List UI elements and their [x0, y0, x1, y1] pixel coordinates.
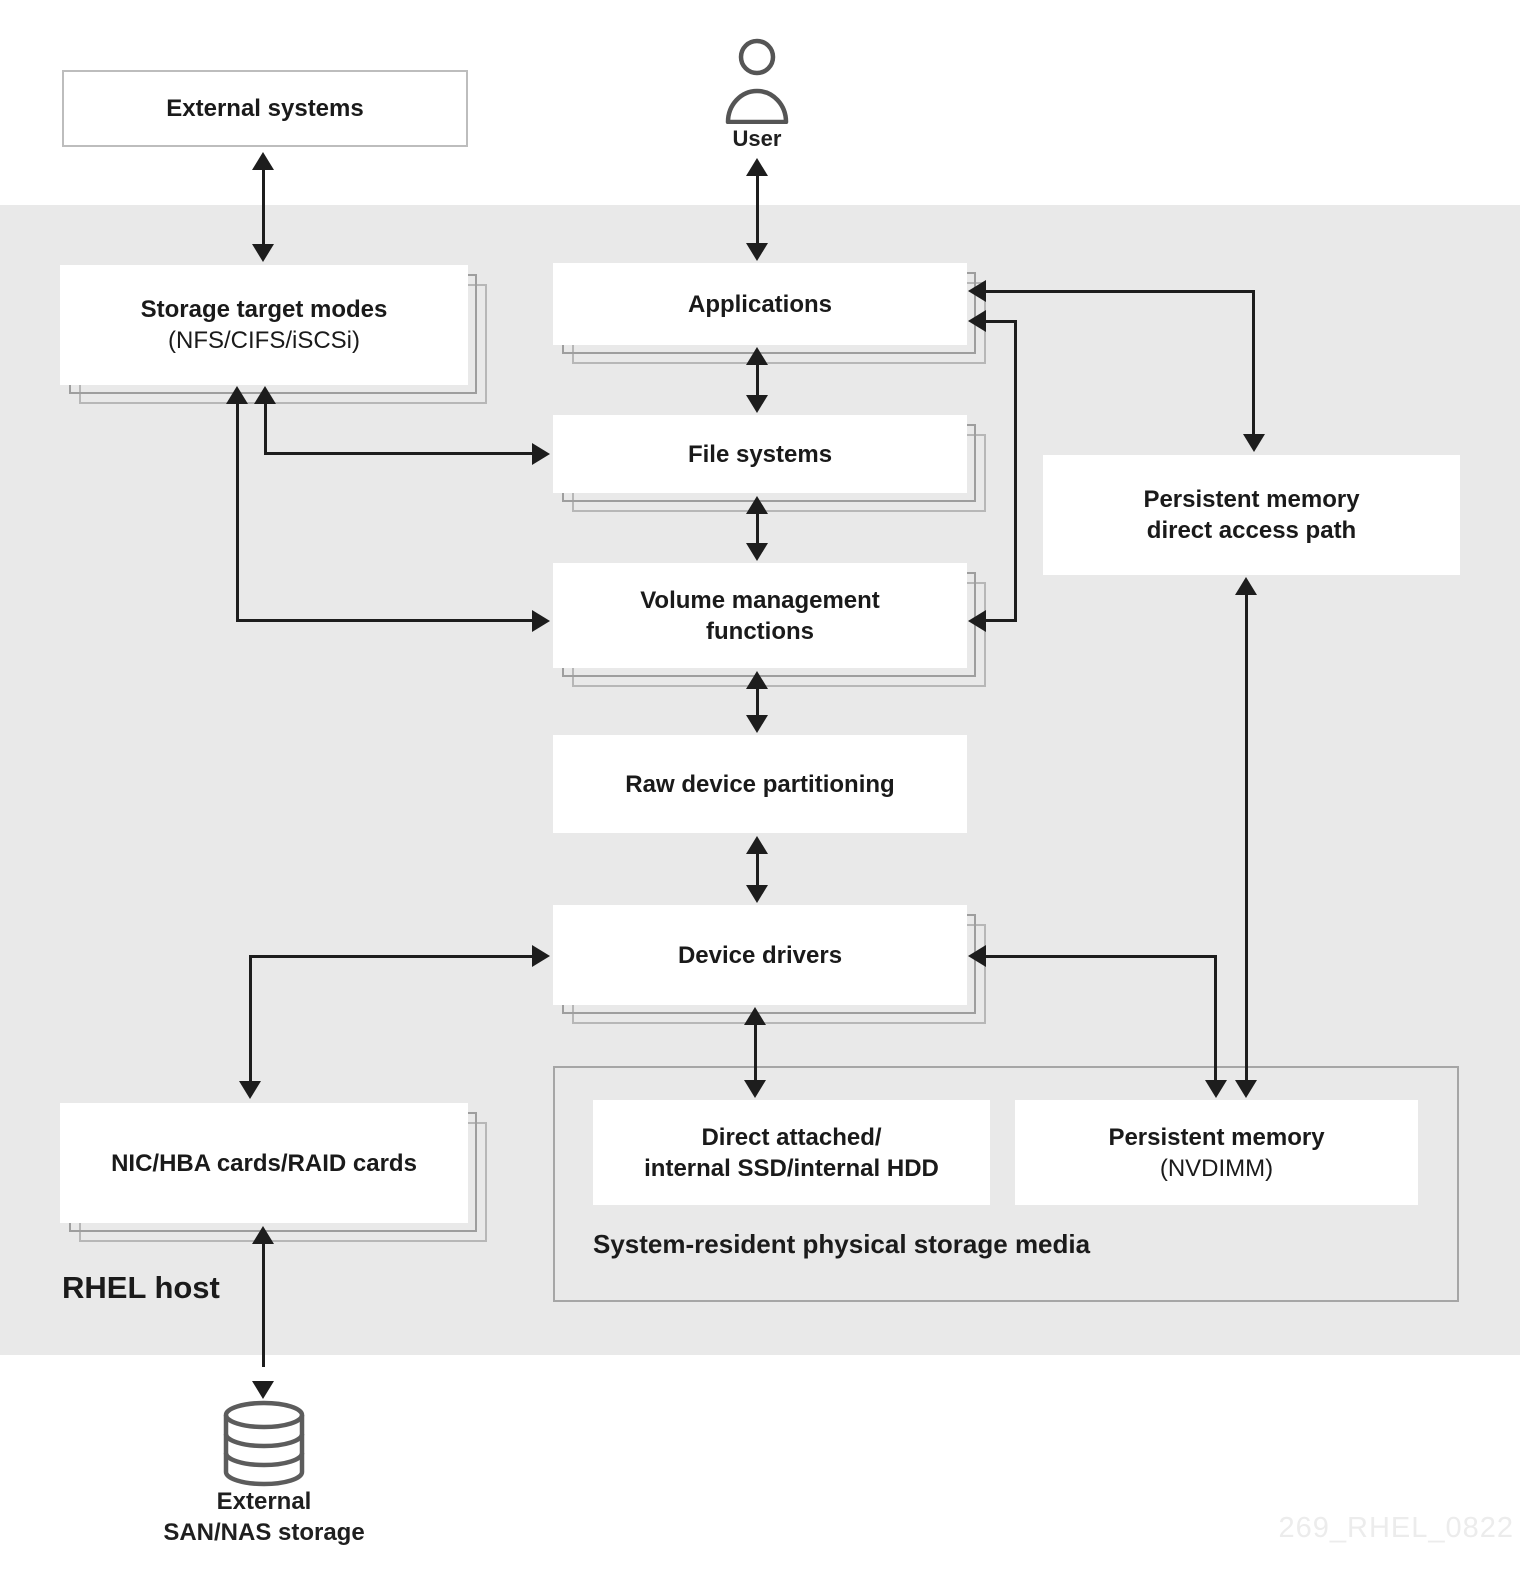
file-systems-box: File systems	[553, 415, 967, 493]
volume-management-label2: functions	[706, 617, 814, 645]
external-san-line2: SAN/NAS storage	[163, 1519, 365, 1546]
volume-management-box: Volume management functions	[553, 563, 967, 668]
storage-target-modes-sublabel: (NFS/CIFS/iSCSi)	[168, 327, 360, 354]
persistent-memory-path-box: Persistent memory direct access path	[1043, 455, 1460, 575]
direct-attached-box: Direct attached/ internal SSD/internal H…	[593, 1100, 990, 1205]
applications-label: Applications	[687, 290, 832, 318]
file-systems-label: File systems	[687, 440, 833, 468]
external-san-storage-icon	[222, 1400, 306, 1494]
external-systems-label: External systems	[166, 95, 364, 122]
raw-device-partitioning-box: Raw device partitioning	[553, 735, 967, 833]
persistent-memory-path-label: Persistent memory	[1143, 486, 1360, 513]
user-label: User	[732, 126, 782, 151]
nic-hba-raid-label: NIC/HBA cards/RAID cards	[111, 1149, 417, 1177]
persistent-memory-path-label2: direct access path	[1146, 517, 1357, 544]
device-drivers-label: Device drivers	[677, 941, 843, 969]
raw-device-partitioning-label: Raw device partitioning	[625, 770, 895, 798]
direct-attached-label: Direct attached/	[701, 1123, 882, 1151]
nvdimm-sublabel: (NVDIMM)	[1159, 1154, 1274, 1182]
nic-hba-raid-box: NIC/HBA cards/RAID cards	[60, 1103, 468, 1223]
external-san-storage-label: External SAN/NAS storage	[114, 1486, 414, 1548]
external-systems-box: External systems	[62, 70, 468, 147]
user-icon	[723, 38, 791, 124]
device-drivers-box: Device drivers	[553, 905, 967, 1005]
external-san-line1: External	[216, 1488, 312, 1515]
watermark: 269_RHEL_0822	[1278, 1512, 1514, 1544]
nvdimm-label: Persistent memory	[1108, 1123, 1325, 1151]
system-resident-label: System-resident physical storage media	[593, 1229, 1091, 1259]
storage-target-modes-box: Storage target modes (NFS/CIFS/iSCSi)	[60, 265, 468, 385]
volume-management-label: Volume management	[640, 586, 880, 614]
storage-media-container	[553, 1066, 1459, 1302]
rhel-host-label: RHEL host	[62, 1270, 220, 1305]
applications-box: Applications	[553, 263, 967, 345]
direct-attached-label2: internal SSD/internal HDD	[644, 1154, 939, 1182]
nvdimm-box: Persistent memory (NVDIMM)	[1015, 1100, 1418, 1205]
storage-target-modes-label: Storage target modes	[140, 296, 388, 323]
